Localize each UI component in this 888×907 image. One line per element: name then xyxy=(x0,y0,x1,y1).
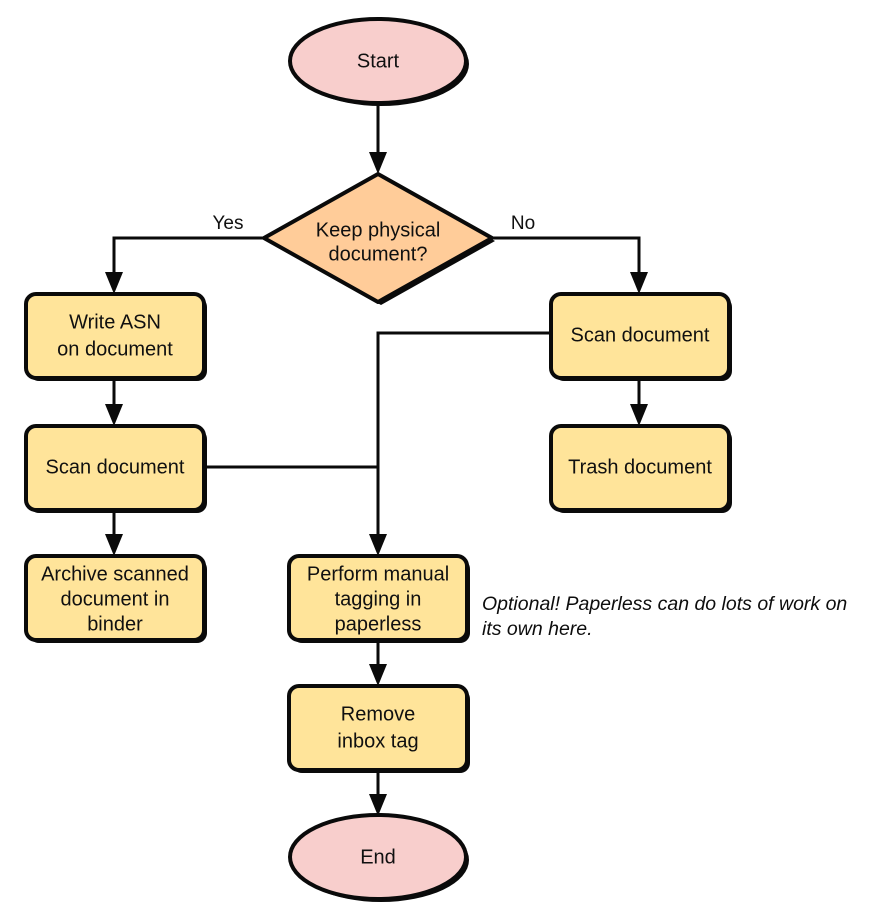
edge-decision-yes-to-write-asn xyxy=(105,236,264,294)
annotation-note-line1: Optional! Paperless can do lots of work … xyxy=(482,593,847,615)
node-remove-inbox-label-line2: inbox tag xyxy=(337,730,418,752)
node-scan-document-left[interactable]: Scan document xyxy=(24,424,207,513)
annotation-note-line2: its own here. xyxy=(482,618,593,640)
node-scan-document-right-label: Scan document xyxy=(571,324,710,346)
node-trash-document-label: Trash document xyxy=(568,456,712,478)
node-end-label: End xyxy=(360,846,396,868)
edge-remove-inbox-to-end xyxy=(369,770,387,816)
node-decision-keep-physical-document[interactable]: Keep physical document? xyxy=(262,172,495,305)
node-decision-label-line1: Keep physical xyxy=(316,219,441,241)
node-archive-label-line1: Archive scanned xyxy=(41,563,189,585)
node-tagging-label-line1: Perform manual xyxy=(307,563,449,585)
edge-label-no: No xyxy=(511,213,535,234)
node-tagging-label-line2: tagging in xyxy=(335,588,422,610)
node-remove-inbox-label-line1: Remove xyxy=(341,703,415,725)
node-write-asn-label-line1: Write ASN xyxy=(69,311,161,333)
node-scan-document-right[interactable]: Scan document xyxy=(549,292,732,381)
node-write-asn-label-line2: on document xyxy=(57,338,173,360)
node-scan-document-left-label: Scan document xyxy=(46,456,185,478)
edge-tagging-to-remove-inbox xyxy=(369,641,387,686)
node-perform-manual-tagging[interactable]: Perform manual tagging in paperless xyxy=(287,554,470,643)
node-tagging-label-line3: paperless xyxy=(335,613,422,635)
node-remove-inbox-tag[interactable]: Remove inbox tag xyxy=(287,684,470,773)
node-write-asn-on-document[interactable]: Write ASN on document xyxy=(24,292,207,381)
node-decision-label-line2: document? xyxy=(329,243,428,265)
edge-label-yes: Yes xyxy=(213,213,244,234)
edge-decision-no-to-scan-right xyxy=(492,236,648,294)
node-archive-label-line2: document in xyxy=(61,588,170,610)
node-end[interactable]: End xyxy=(288,813,469,902)
edge-scan-right-to-tagging xyxy=(369,331,551,556)
annotation-optional-note: Optional! Paperless can do lots of work … xyxy=(482,593,847,640)
node-start-label: Start xyxy=(357,50,400,72)
node-start[interactable]: Start xyxy=(288,17,469,106)
edge-scan-right-to-trash xyxy=(630,378,648,426)
node-archive-label-line3: binder xyxy=(87,613,143,635)
node-trash-document[interactable]: Trash document xyxy=(549,424,732,513)
edge-write-asn-to-scan-left xyxy=(105,378,123,426)
edge-start-to-decision xyxy=(369,104,387,174)
edge-scan-left-to-archive xyxy=(105,510,123,556)
node-archive-scanned-document[interactable]: Archive scanned document in binder xyxy=(24,554,207,643)
